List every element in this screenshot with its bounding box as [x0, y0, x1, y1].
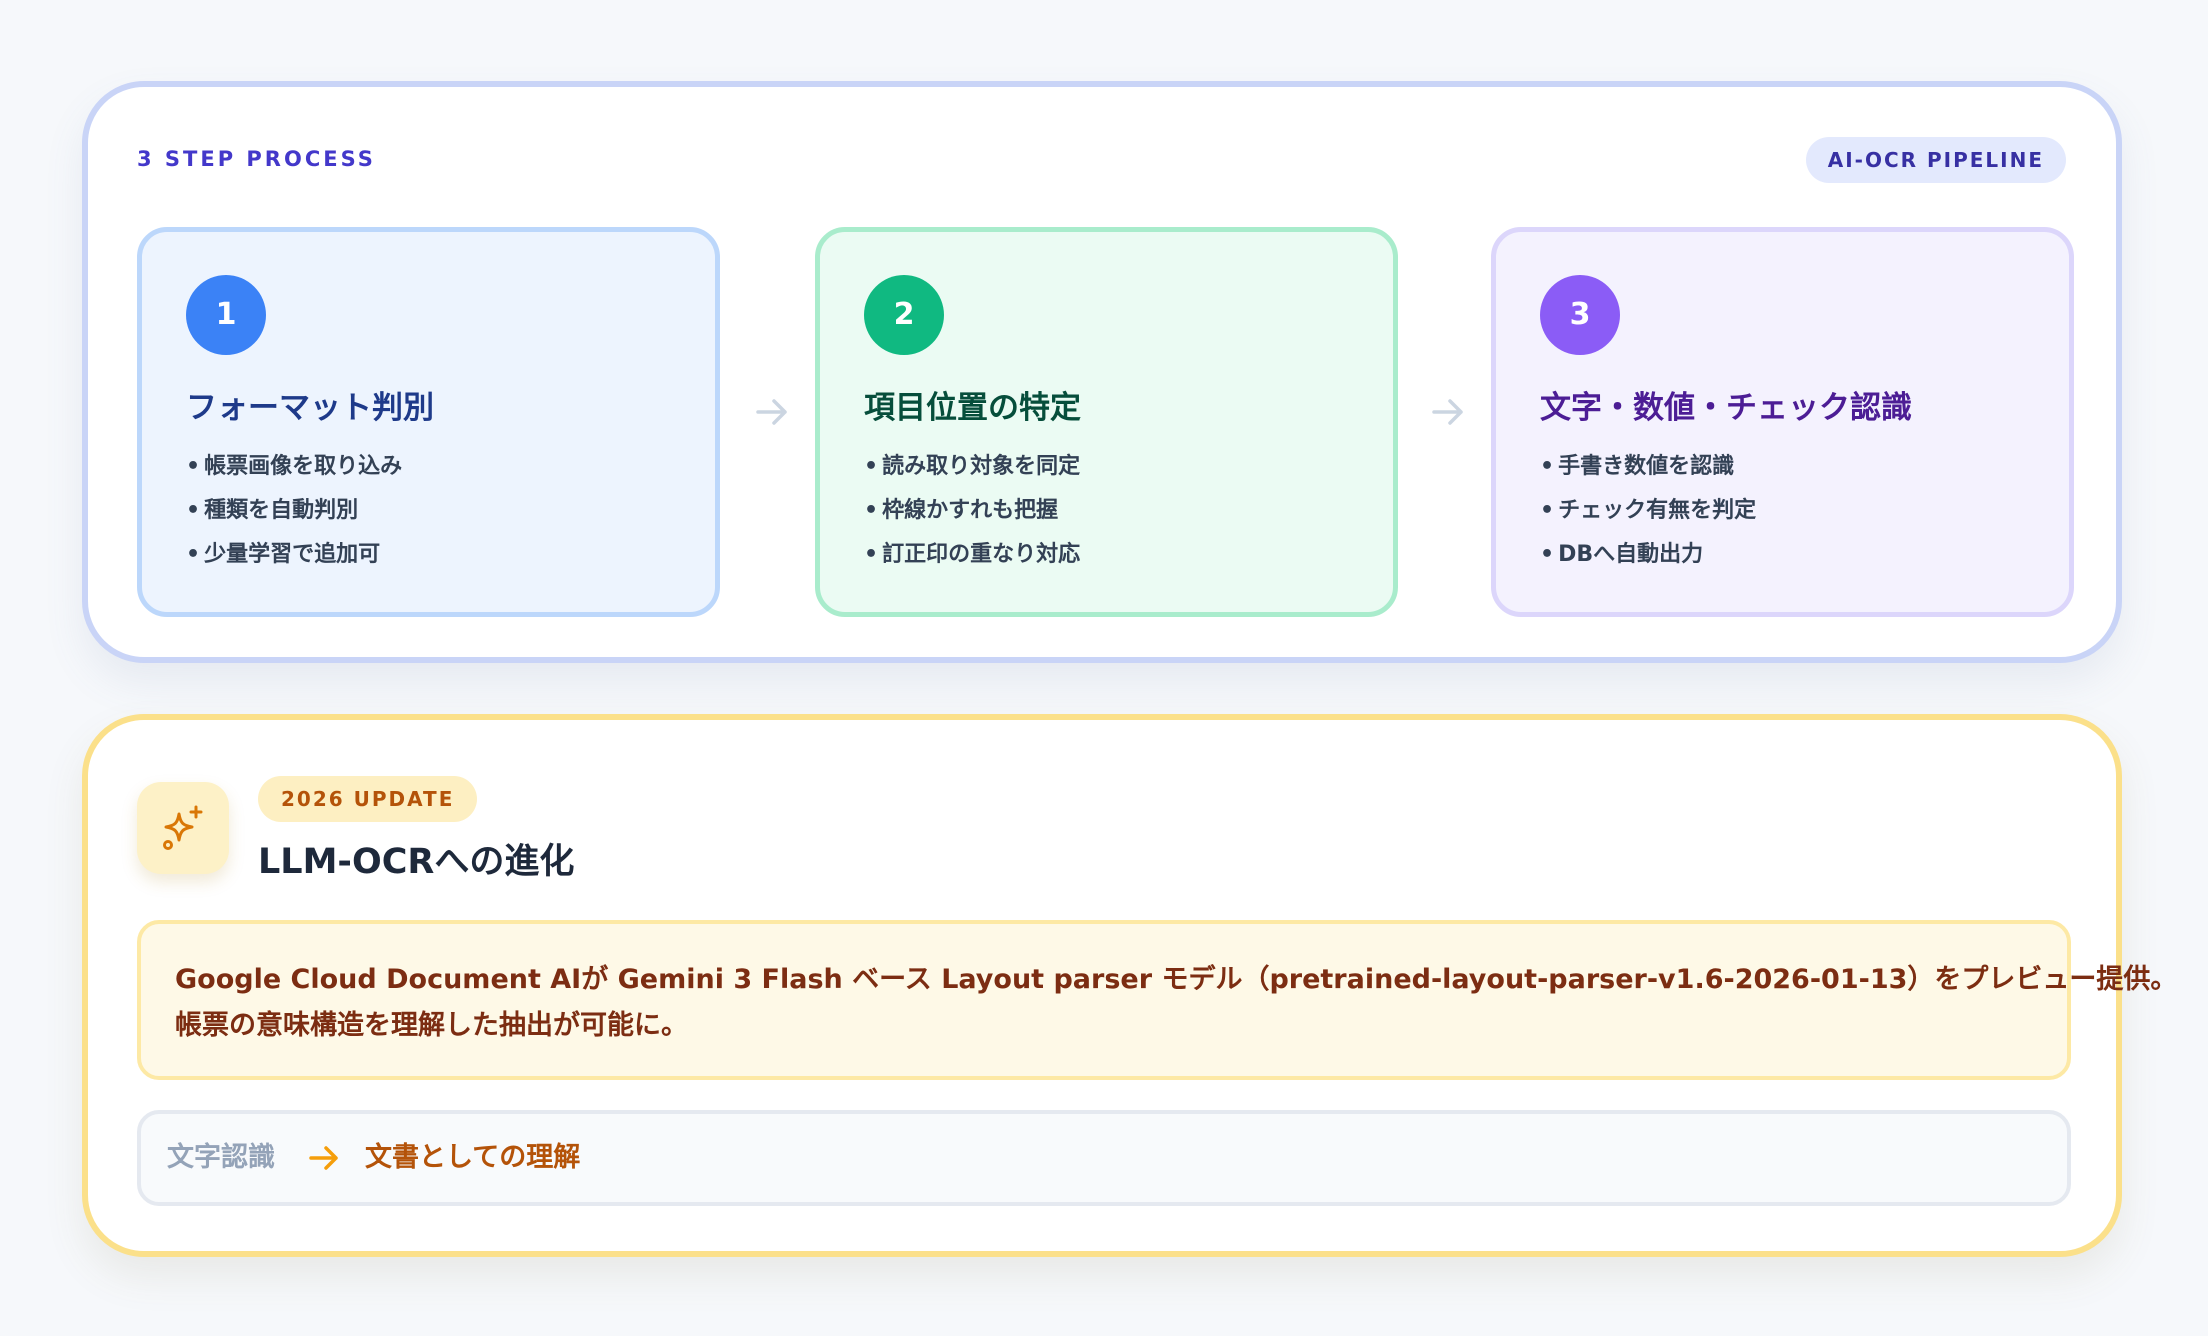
arrow-right-icon — [1432, 399, 1463, 425]
step-bullet: 枠線かすれも把握 — [864, 489, 1080, 533]
step-title: フォーマット判別 — [186, 390, 434, 426]
note-line: 帳票の意味構造を理解した抽出が可能に。 — [175, 1010, 688, 1041]
update-panel: 2026 UPDATE LLM-OCRへの進化 Google Cloud Doc… — [82, 714, 2178, 1257]
arrow-right-icon — [309, 1146, 338, 1170]
step-bullet: 少量学習で追加可 — [186, 533, 402, 577]
note-line: Google Cloud Document AIが Gemini 3 Flash… — [175, 964, 2178, 995]
step-number-badge: 3 — [1540, 275, 1620, 355]
step-bullet: 種類を自動判別 — [186, 489, 402, 533]
step-number-badge: 1 — [186, 275, 266, 355]
step-bullet: 読み取り対象を同定 — [864, 445, 1080, 489]
step-bullet: 訂正印の重なり対応 — [864, 533, 1080, 577]
step-bullet: DBへ自動出力 — [1540, 533, 1756, 577]
flow-to-label: 文書としての理解 — [365, 1142, 581, 1173]
step-card-3: 3 文字・数値・チェック認識 手書き数値を認識 チェック有無を判定 DBへ自動出… — [1491, 227, 2074, 617]
step-bullet: チェック有無を判定 — [1540, 489, 1756, 533]
step-bullets: 帳票画像を取り込み 種類を自動判別 少量学習で追加可 — [186, 445, 402, 577]
process-kicker: 3 STEP PROCESS — [137, 147, 376, 171]
sparkles-icon-box — [137, 782, 229, 874]
sparkles-icon — [163, 805, 203, 850]
flow-from-label: 文字認識 — [167, 1142, 275, 1173]
pipeline-tag: AI-OCR PIPELINE — [1805, 137, 2066, 183]
update-note: Google Cloud Document AIが Gemini 3 Flash… — [137, 920, 2178, 1080]
update-title: LLM-OCRへの進化 — [258, 842, 575, 882]
step-title: 文字・数値・チェック認識 — [1540, 390, 1912, 426]
step-number-badge: 2 — [864, 275, 944, 355]
step-bullet: 帳票画像を取り込み — [186, 445, 402, 489]
pipeline-panel: 3 STEP PROCESS AI-OCR PIPELINE 1 フォーマット判… — [82, 81, 2122, 663]
step-bullets: 手書き数値を認識 チェック有無を判定 DBへ自動出力 — [1540, 445, 1756, 577]
evolution-flow: 文字認識 文書としての理解 — [137, 1110, 2071, 1206]
update-tag: 2026 UPDATE — [258, 776, 478, 822]
step-card-2: 2 項目位置の特定 読み取り対象を同定 枠線かすれも把握 訂正印の重なり対応 — [815, 227, 1398, 617]
step-card-1: 1 フォーマット判別 帳票画像を取り込み 種類を自動判別 少量学習で追加可 — [137, 227, 720, 617]
step-bullets: 読み取り対象を同定 枠線かすれも把握 訂正印の重なり対応 — [864, 445, 1080, 577]
step-bullet: 手書き数値を認識 — [1540, 445, 1756, 489]
step-title: 項目位置の特定 — [864, 390, 1081, 426]
arrow-right-icon — [756, 399, 787, 425]
